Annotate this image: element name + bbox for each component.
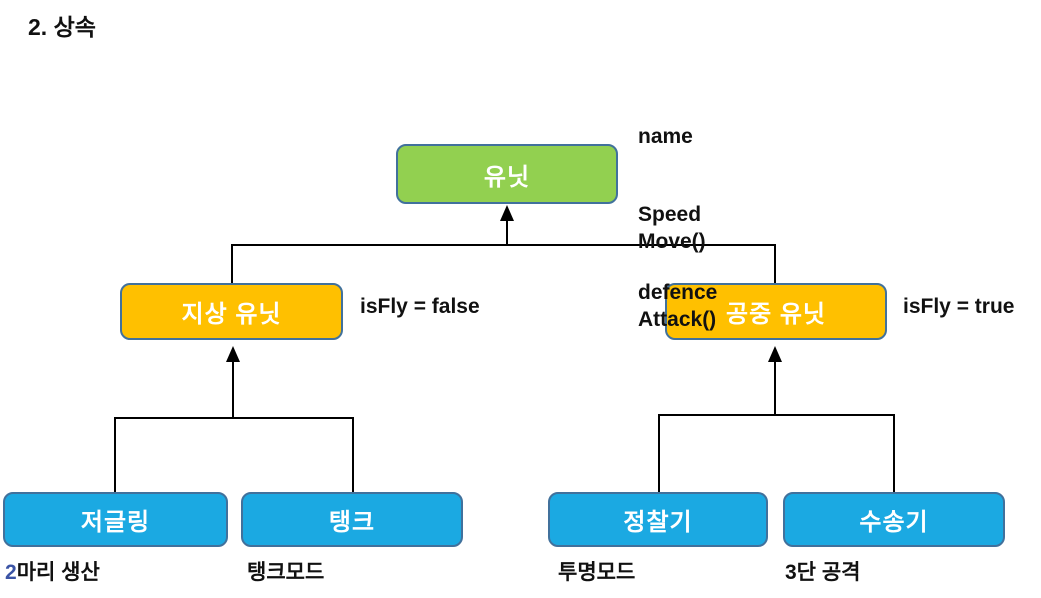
class-node-label: 저글링 (80, 509, 151, 536)
class-node-ground-unit: 지상 유닛 (120, 283, 343, 340)
zergling-caption: 2마리 생산 (5, 556, 100, 586)
class-node-zergling: 저글링 (3, 492, 228, 547)
method-line: Move() (638, 230, 706, 253)
class-node-air-unit: 공중 유닛 (665, 283, 887, 340)
class-node-transport: 수송기 (783, 492, 1005, 547)
attribute-line: Speed (638, 203, 702, 226)
class-node-label: 유닛 (483, 163, 531, 191)
class-node-scout: 정찰기 (548, 492, 768, 547)
up-arrow-icon (768, 346, 782, 362)
attribute-line: name (638, 125, 693, 148)
class-node-tank: 탱크 (241, 492, 463, 547)
up-arrow-icon (226, 346, 240, 362)
up-arrow-icon (500, 205, 514, 221)
class-node-label: 지상 유닛 (181, 301, 282, 328)
transport-caption: 3단 공격 (785, 561, 861, 584)
class-node-label: 수송기 (859, 509, 929, 536)
attribute-line: defence (638, 281, 718, 304)
class-node-label: 탱크 (328, 509, 376, 536)
branch-line (658, 414, 895, 492)
unit-attributes-note: name Speed defence (638, 72, 717, 358)
page-title: 2. 상속 (28, 14, 96, 40)
method-line: Attack() (638, 308, 717, 331)
unit-methods-note: Move() Attack() (638, 177, 716, 385)
scout-caption: 투명모드 (558, 561, 636, 584)
class-node-label: 정찰기 (623, 509, 693, 536)
class-node-unit: 유닛 (396, 144, 618, 204)
zergling-caption-number: 2 (5, 561, 17, 584)
ground-isfly-note: isFly = false (360, 295, 480, 318)
class-node-label: 공중 유닛 (726, 301, 826, 328)
tank-caption: 탱크모드 (247, 561, 325, 584)
branch-line (114, 417, 354, 492)
zergling-caption-text: 마리 생산 (16, 561, 100, 584)
edge-group-to-unit (231, 205, 776, 283)
edge-group-to-ground (114, 346, 354, 492)
branch-line (231, 244, 776, 283)
edge-group-to-air (658, 346, 895, 492)
air-isfly-note: isFly = true (903, 295, 1015, 318)
